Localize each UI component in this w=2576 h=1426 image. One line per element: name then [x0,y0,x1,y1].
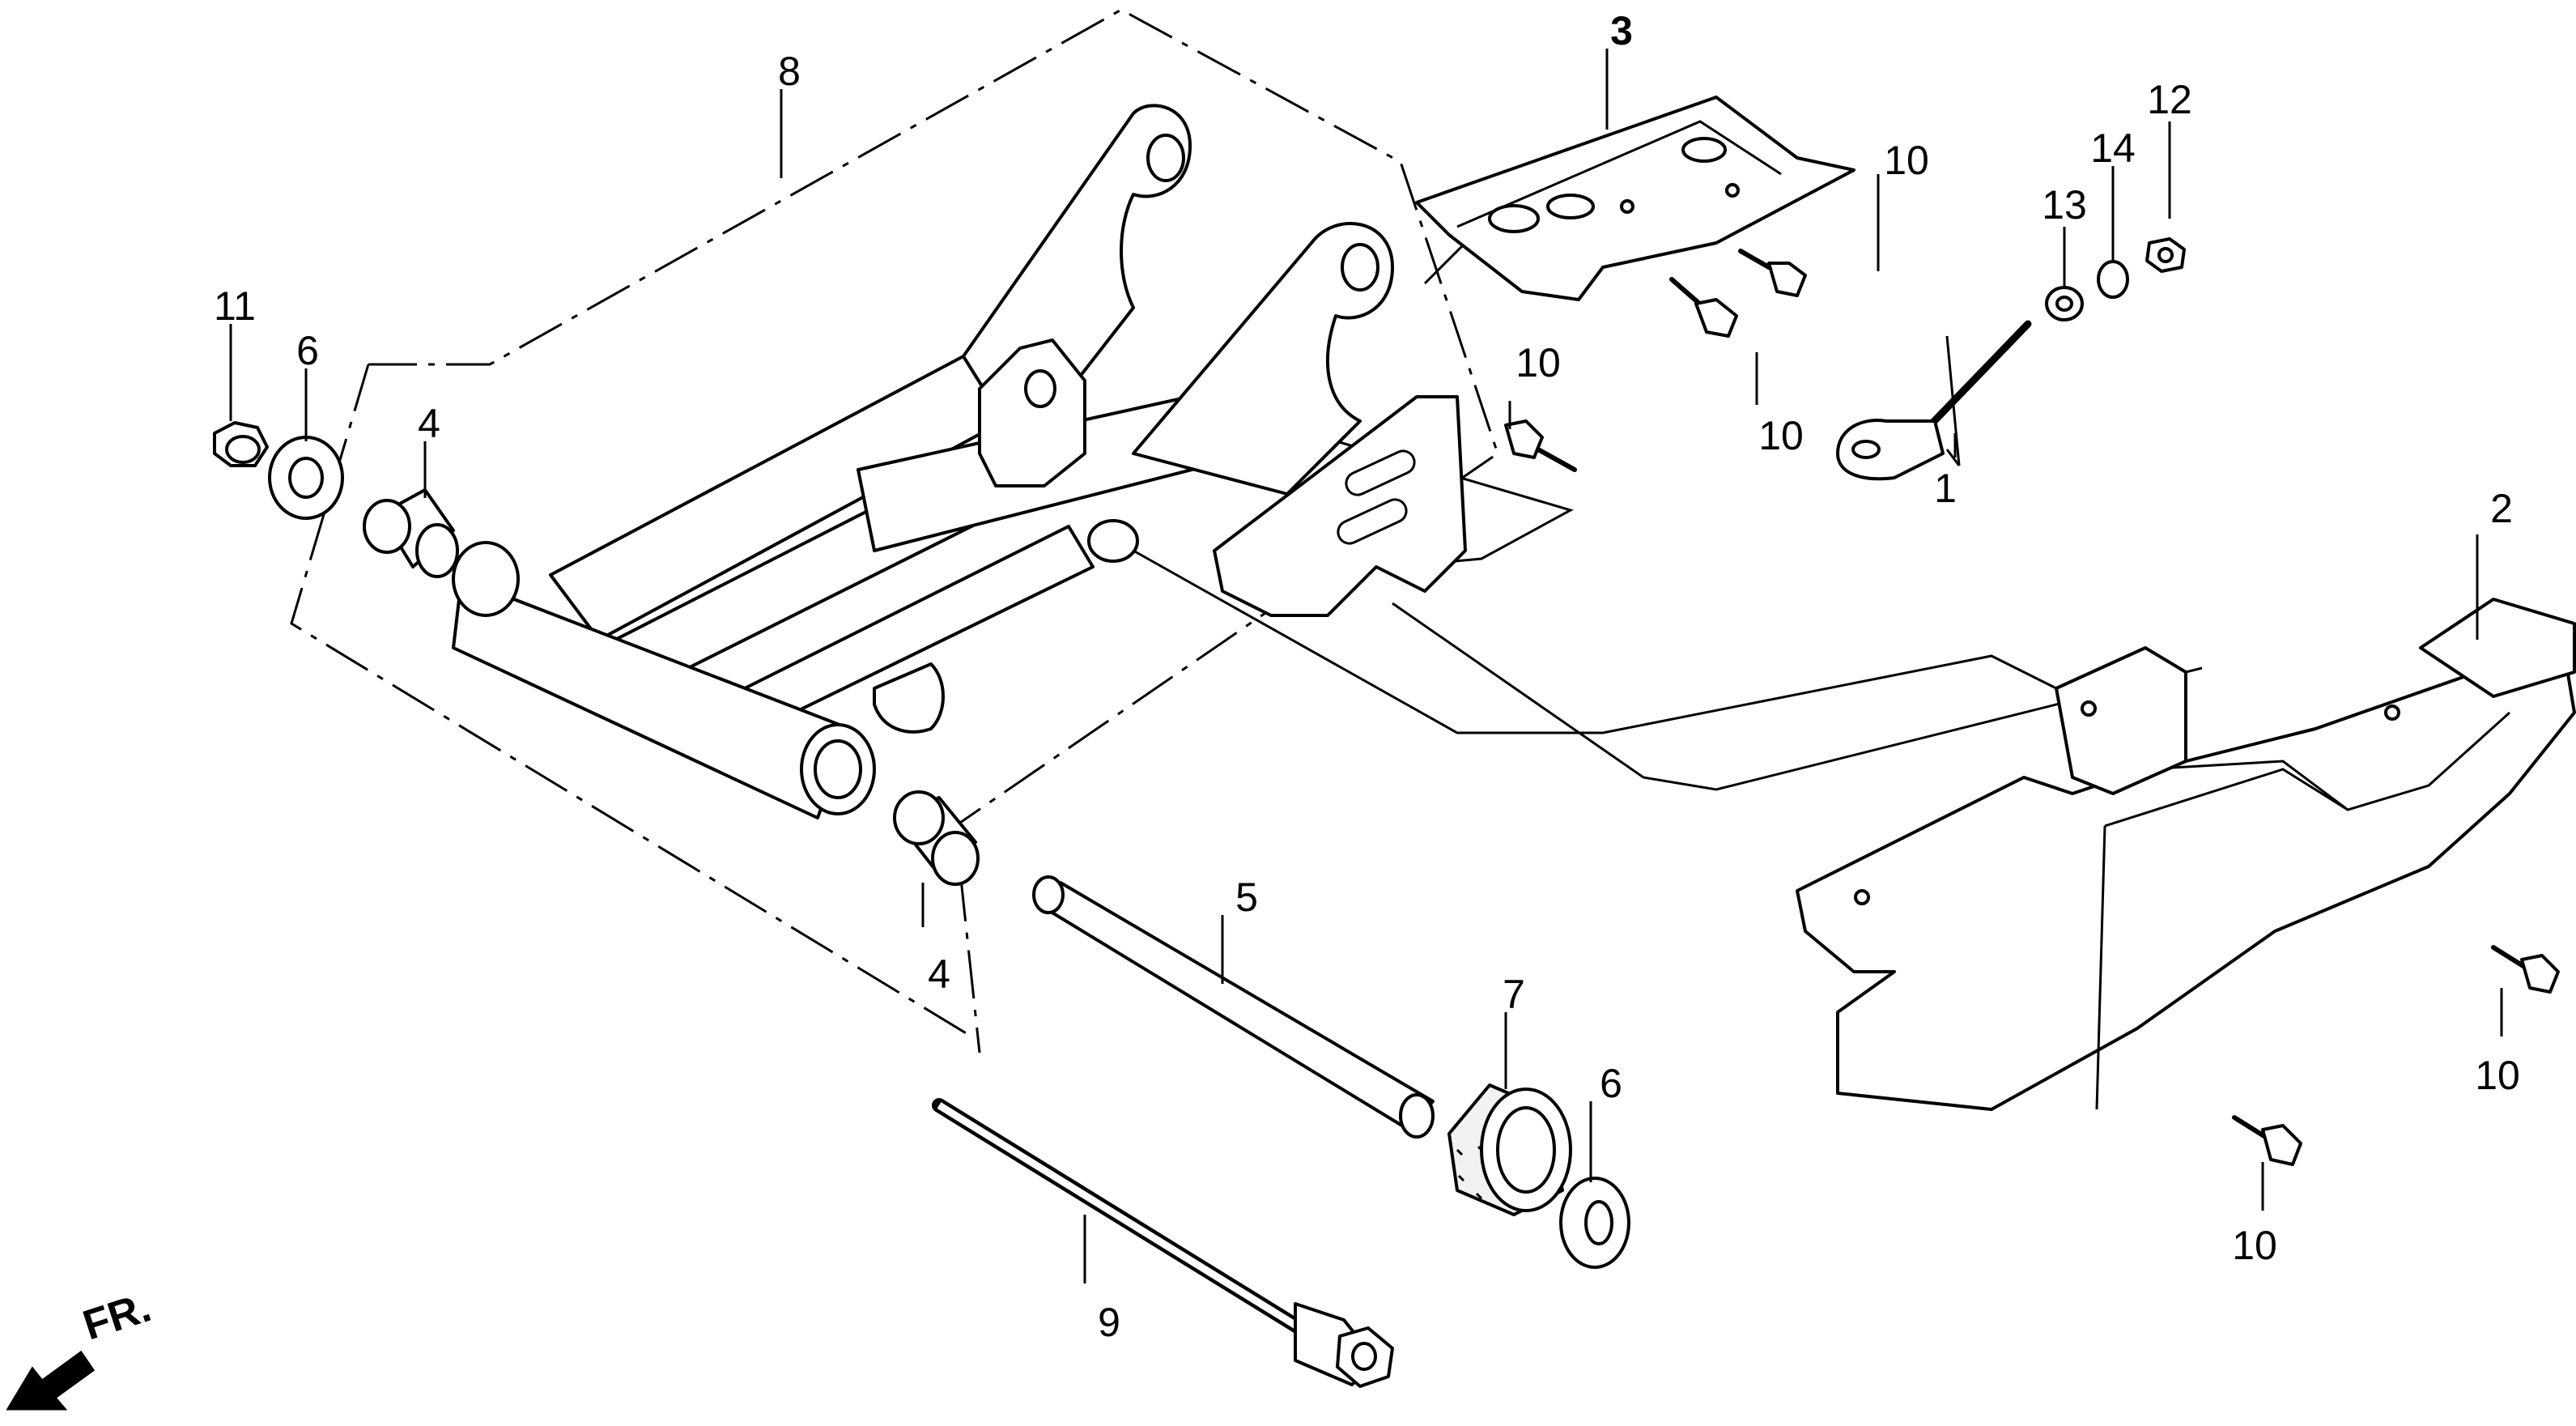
flange-bolt-bracket-b [1669,277,1738,338]
callout-14: 14 [2090,126,2136,171]
callout-6-left: 6 [296,328,319,373]
flange-bolt-bracket-a [1738,249,1807,297]
callout-10-plate: 10 [1515,340,1561,385]
bushing-upper [363,488,459,578]
callout-8: 8 [778,49,801,94]
front-direction-indicator: FR. [6,1283,157,1411]
front-label: FR. [78,1283,157,1349]
callout-12: 12 [2147,77,2192,122]
callout-1: 1 [1934,466,1957,511]
rubber-bushing [1447,1083,1572,1216]
flange-bolt-cover-bottom [2232,1115,2302,1166]
callout-10-cover-right: 10 [2475,1053,2520,1098]
callout-3: 3 [1610,8,1633,53]
callout-10-bracket-top: 10 [1884,138,1929,183]
callout-10-cover-bottom: 10 [2232,1223,2277,1268]
callout-2: 2 [2490,486,2513,531]
callout-leaders [229,49,2503,1283]
pivot-washer-right [1559,1177,1630,1269]
callout-13: 13 [2042,182,2087,228]
upper-bracket [1415,96,1855,301]
lower-cover [1796,598,2576,1111]
callout-9: 9 [1098,1300,1120,1345]
flange-bolt-plate [1504,419,1577,472]
callout-6-right: 6 [1600,1061,1622,1106]
callout-7: 7 [1503,972,1525,1017]
adjusting-bolt [1836,320,2032,481]
flange-bolt-cover-right [2491,945,2560,994]
callout-10-bracket-bottom: 10 [1758,413,1804,458]
pivot-bolt [932,1098,1394,1388]
washer-lockwasher-nut [2045,237,2186,321]
callout-5: 5 [1235,875,1258,920]
pivot-nut-and-washer-left [213,421,344,520]
collar-tube [1032,875,1435,1139]
callout-4-lower: 4 [928,951,950,997]
callout-11: 11 [214,283,256,329]
callout-labels: 1 2 3 4 4 5 6 6 7 8 9 10 10 10 10 10 11 … [214,8,2520,1345]
front-direction-arrow-icon [6,1350,96,1411]
callout-4-upper: 4 [418,401,440,446]
swing-arm [452,104,1467,819]
bushing-lower [893,790,980,886]
